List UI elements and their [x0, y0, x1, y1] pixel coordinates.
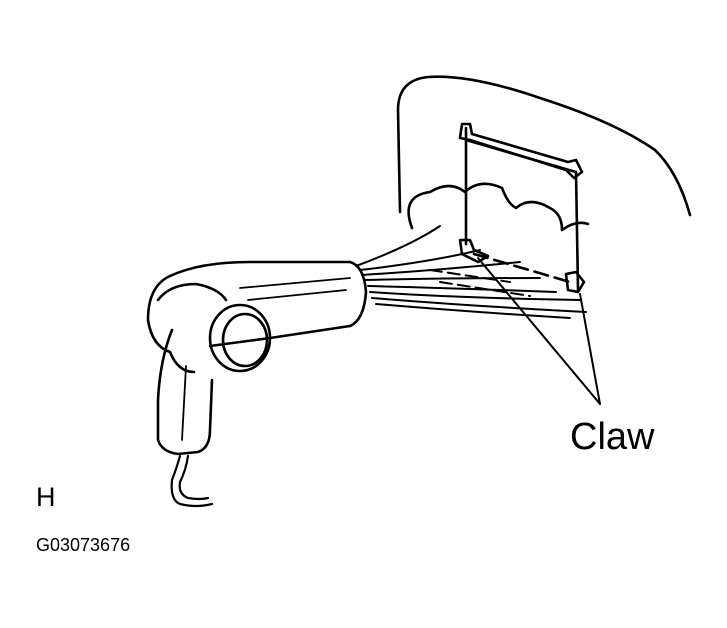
- hot-air-cloud: [407, 182, 590, 232]
- dryer-handle: [156, 328, 214, 456]
- dryer-barrel: [168, 260, 368, 348]
- air-flow-lines: [355, 225, 587, 319]
- dryer-rear-intake: [208, 303, 272, 373]
- claw-leader-lines: [477, 257, 601, 405]
- figure-code: G03073676: [36, 535, 131, 555]
- upper-claw: [458, 122, 584, 180]
- dryer-rear-intake-inner: [221, 312, 269, 368]
- lower-claw-right: [564, 270, 586, 294]
- dryer-barrel-shading: [239, 277, 351, 301]
- claw-rail: [472, 252, 572, 284]
- hair-dryer: [146, 260, 368, 508]
- trim-panel-outline: [396, 75, 692, 217]
- dryer-handle-grip: [181, 365, 187, 441]
- dryer-back-housing: [146, 274, 196, 374]
- dryer-cord-2: [178, 454, 210, 501]
- dryer-cord: [170, 454, 214, 508]
- view-letter: H: [36, 482, 56, 512]
- claw-callout-label: Claw: [570, 416, 655, 458]
- dryer-back-housing-inner: [156, 282, 228, 302]
